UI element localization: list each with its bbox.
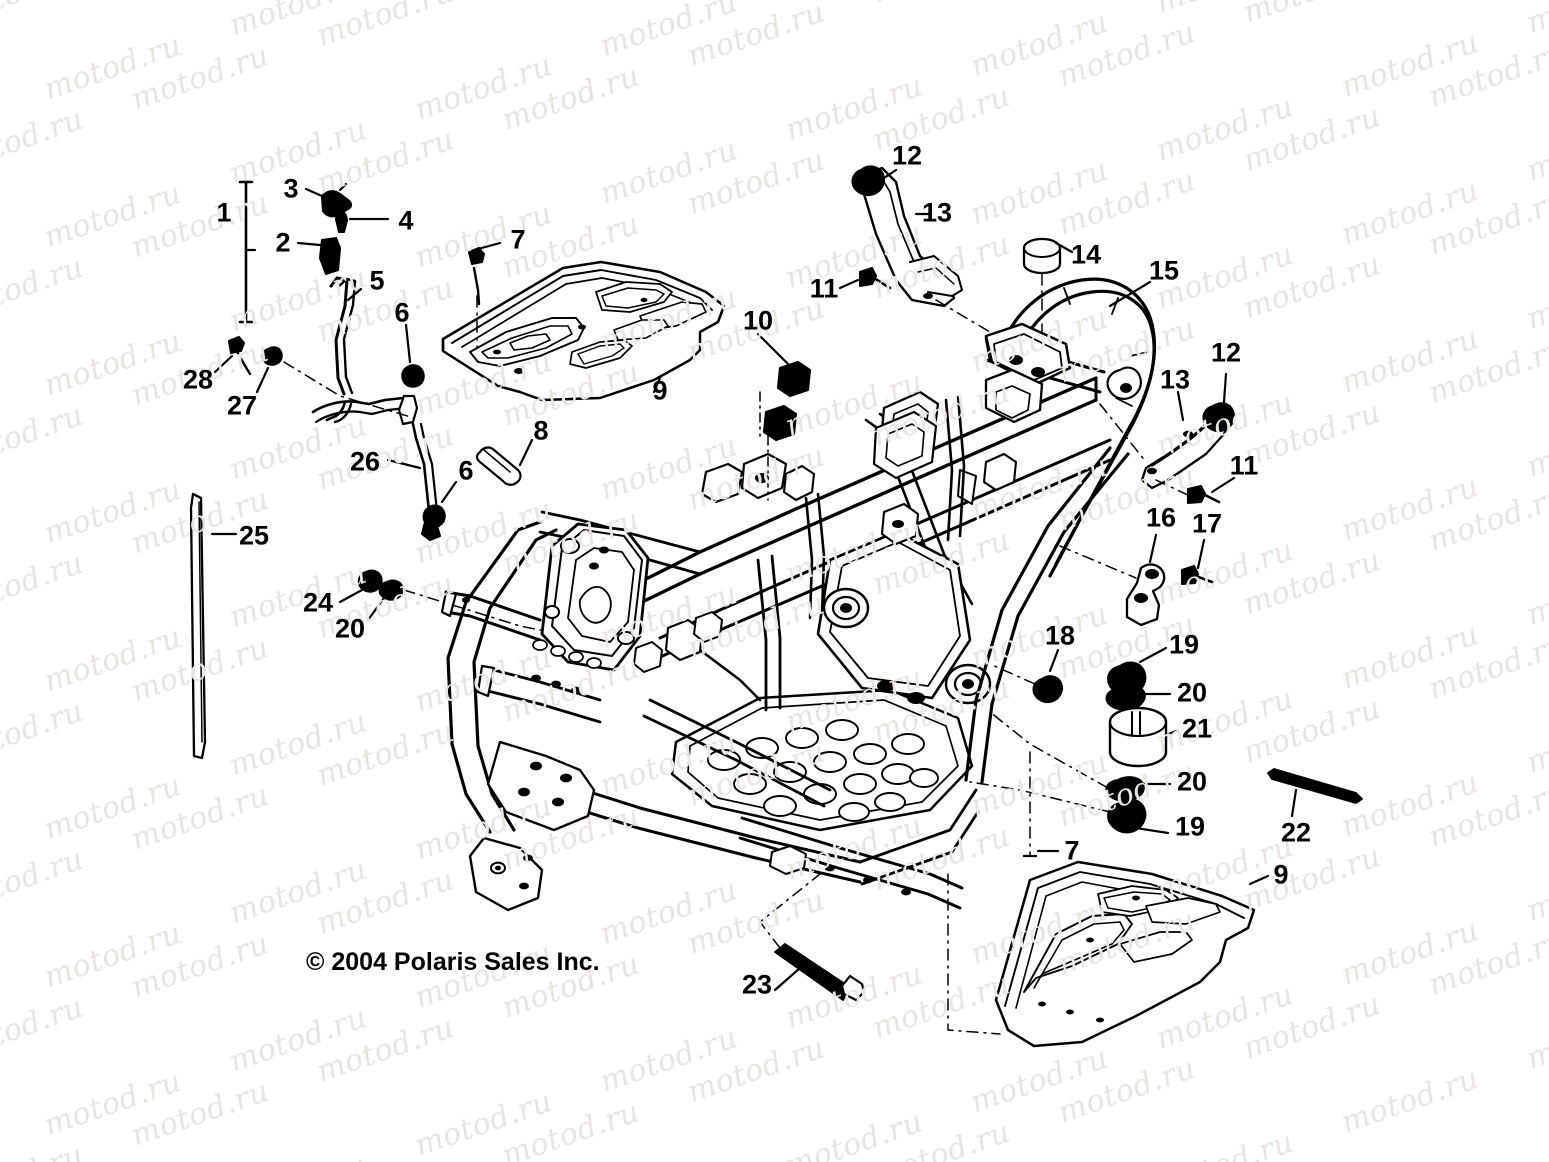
part-24-nut xyxy=(338,569,383,604)
part-group-1 xyxy=(238,180,257,324)
callout-number-20c: 20 xyxy=(1176,766,1208,797)
part-11-bolt-right xyxy=(1186,476,1236,505)
part-19-nut-lower xyxy=(969,711,1170,835)
callout-number-6a: 6 xyxy=(394,297,410,328)
part-26-rod-link xyxy=(311,394,442,542)
callout-number-18: 18 xyxy=(1044,620,1076,651)
part-22-trim-strip xyxy=(1267,768,1363,818)
callout-number-12a: 12 xyxy=(891,140,923,171)
part-12-nut-upper xyxy=(851,165,898,197)
callout-number-11a: 11 xyxy=(809,273,839,304)
part-25-rail-strip xyxy=(189,492,238,760)
callout-number-22: 22 xyxy=(1280,817,1312,848)
part-28-screw xyxy=(213,335,252,376)
callout-number-20b: 20 xyxy=(1176,677,1208,708)
part-7-screw-upper xyxy=(467,241,502,349)
callout-number-21: 21 xyxy=(1181,713,1213,744)
part-17-bolt-short xyxy=(1180,538,1214,586)
callout-number-7b: 7 xyxy=(1064,835,1080,866)
part-4-pin xyxy=(334,211,390,234)
part-2-bracket-tab xyxy=(296,236,342,276)
callout-number-3: 3 xyxy=(283,173,299,204)
callout-number-23: 23 xyxy=(741,969,773,1000)
callout-number-2: 2 xyxy=(275,227,291,258)
callout-number-16: 16 xyxy=(1145,502,1177,533)
callout-number-15: 15 xyxy=(1148,255,1180,286)
part-9-skid-plate-upper xyxy=(441,260,726,402)
callout-number-9b: 9 xyxy=(1273,859,1289,890)
part-27-nut xyxy=(255,346,415,419)
callout-number-28: 28 xyxy=(182,364,214,395)
callout-number-8: 8 xyxy=(533,415,549,446)
callout-number-11b: 11 xyxy=(1229,450,1259,481)
callout-number-13b: 13 xyxy=(1159,364,1191,395)
callout-number-24: 24 xyxy=(302,587,334,618)
callout-number-17: 17 xyxy=(1191,508,1223,539)
callout-number-5: 5 xyxy=(369,265,385,296)
callout-number-25: 25 xyxy=(238,520,270,551)
callout-number-1: 1 xyxy=(216,197,232,228)
callout-number-19b: 19 xyxy=(1174,811,1206,842)
copyright-notice: © 2004 Polaris Sales Inc. xyxy=(306,948,600,976)
part-16-bracket-small xyxy=(1059,533,1166,627)
callout-number-26: 26 xyxy=(349,446,381,477)
part-20-washer-left xyxy=(366,579,561,635)
part-23-long-bolt xyxy=(759,865,866,1002)
part-5-rod-brace xyxy=(325,276,363,424)
callout-number-9a: 9 xyxy=(652,375,668,406)
callout-number-27: 27 xyxy=(226,390,258,421)
callout-number-4: 4 xyxy=(398,205,414,236)
callout-number-6b: 6 xyxy=(458,455,474,486)
part-8-dowel-pin xyxy=(475,438,534,486)
part-15-grab-bar-loop xyxy=(998,277,1157,578)
atv-frame-assembly xyxy=(440,322,1130,912)
callout-number-10: 10 xyxy=(742,305,774,336)
part-7-lead-lower xyxy=(1022,751,1060,858)
callout-number-13a: 13 xyxy=(921,197,953,228)
callout-number-7a: 7 xyxy=(510,224,526,255)
callout-number-14: 14 xyxy=(1070,239,1102,270)
callout-number-20a: 20 xyxy=(334,613,366,644)
callout-number-19a: 19 xyxy=(1168,629,1200,660)
part-3-clip xyxy=(304,182,353,218)
callout-number-12b: 12 xyxy=(1210,337,1242,368)
part-12-nut-right xyxy=(1202,372,1236,433)
part-6-bushing-upper xyxy=(401,323,425,388)
part-18-nut xyxy=(989,648,1064,704)
part-11-bolt-upper xyxy=(838,266,892,290)
part-9-skid-plate-lower xyxy=(947,860,1270,1048)
part-14-cap-plug xyxy=(1022,237,1074,345)
part-21-bushing-mount xyxy=(1108,706,1178,768)
